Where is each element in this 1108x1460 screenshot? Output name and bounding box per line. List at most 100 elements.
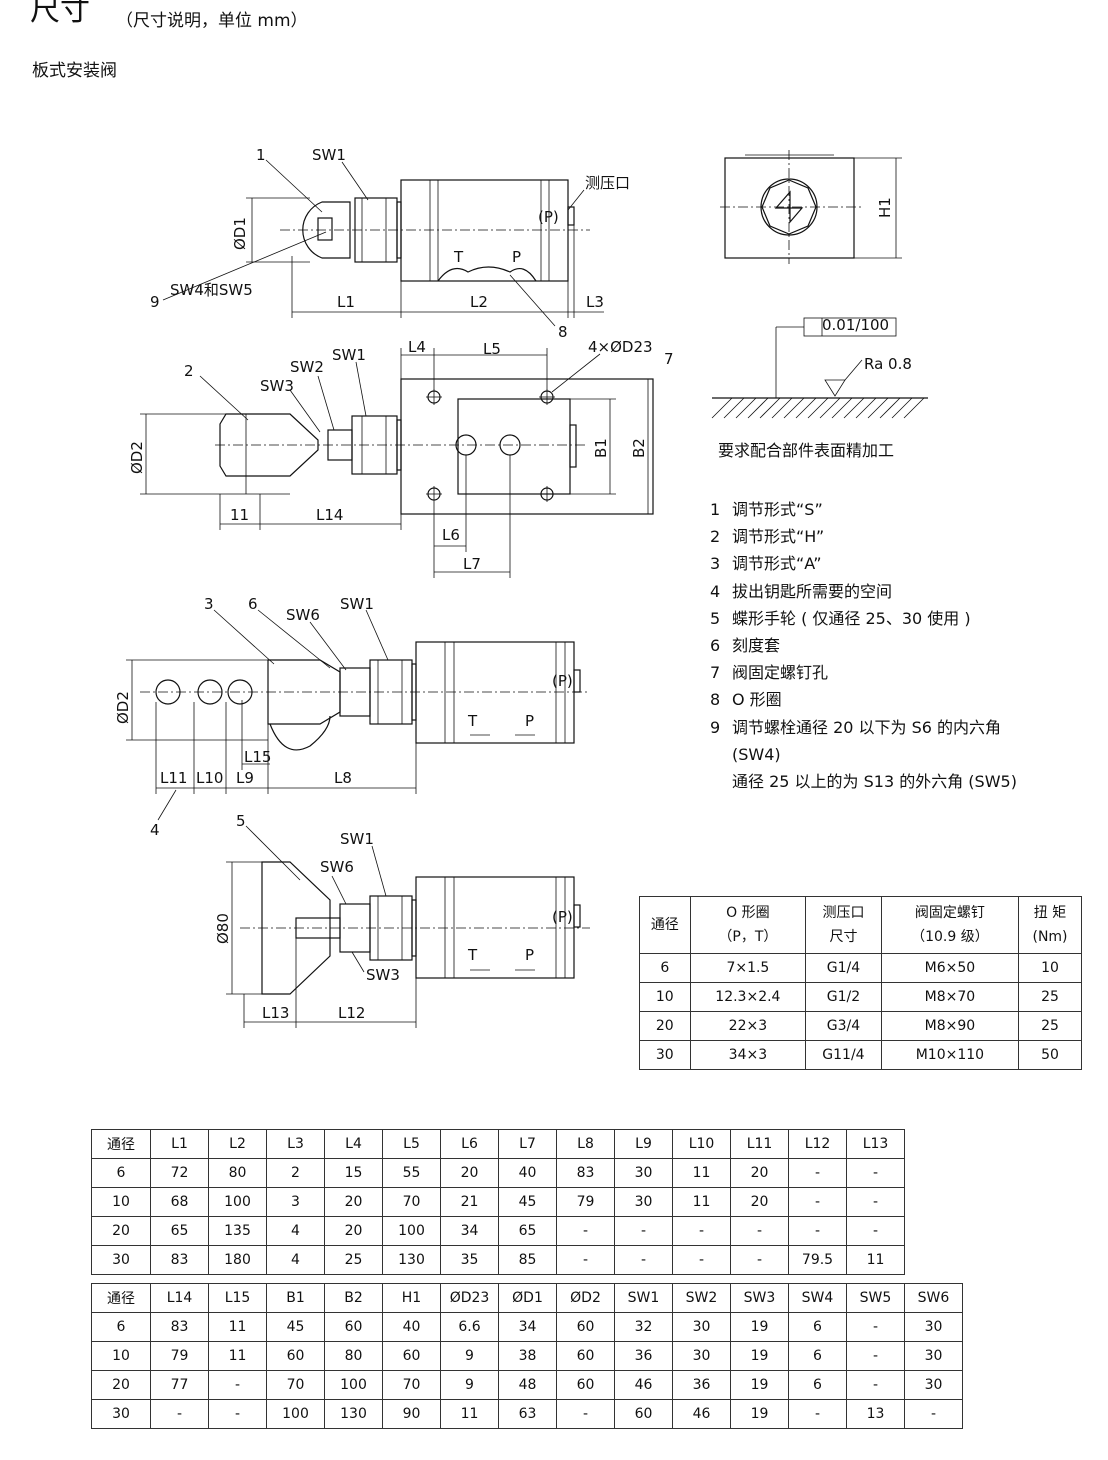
roughness-value: Ra 0.8 [864,355,912,373]
table-cell: 50 [1018,1040,1082,1070]
table-cell: 19 [730,1370,789,1400]
svg-text:4: 4 [150,821,160,839]
table-header-cell: SW1 [614,1283,673,1313]
table-header-cell: 通径 [91,1283,151,1313]
table-cell: 70 [382,1187,441,1217]
table-cell: 85 [498,1245,557,1275]
table-cell: 46 [614,1370,673,1400]
table-cell: 6.6 [440,1312,499,1342]
table-cell: - [846,1158,905,1188]
table-cell: - [556,1216,615,1246]
table-cell: - [208,1399,267,1429]
svg-text:9: 9 [150,293,160,311]
table-cell: 20 [440,1158,499,1188]
view-mid: 2 SW2 SW1 SW3 ØD2 L4 L5 4×ØD23 7 B1 B2 1… [128,338,674,578]
svg-text:7: 7 [664,350,674,368]
table-cell: G11/4 [805,1040,882,1070]
svg-text:L8: L8 [334,769,352,787]
table-cell: 70 [266,1370,325,1400]
table-cell: 6 [91,1312,151,1342]
table-cell: - [614,1216,673,1246]
svg-text:ØD1: ØD1 [231,217,249,250]
table-header-cell: SW2 [672,1283,731,1313]
svg-text:L4: L4 [408,338,426,356]
table-cell: 6 [639,953,691,983]
table-cell: 10 [1018,953,1082,983]
table-cell: 6 [788,1312,847,1342]
table-cell: 60 [556,1370,615,1400]
table-header-cell: 通径 [91,1129,151,1159]
note-row: 通径 25 以上的为 S13 的外六角 (SW5) [732,772,1017,792]
svg-text:6: 6 [248,595,258,613]
table-header-cell: SW6 [904,1283,963,1313]
table-cell: 3 [266,1187,325,1217]
table-cell: - [556,1245,615,1275]
table-cell: 46 [672,1399,731,1429]
table-cell: 35 [440,1245,499,1275]
table-cell: 30 [91,1245,151,1275]
table-cell: 11 [672,1158,731,1188]
table-cell: 68 [150,1187,209,1217]
table-cell: 30 [91,1399,151,1429]
table-header-cell: SW4 [788,1283,847,1313]
table-cell: 2 [266,1158,325,1188]
flatness-value: 0.01/100 [822,316,890,334]
table-cell: 30 [672,1312,731,1342]
table-cell: 6 [788,1341,847,1371]
table-cell: 20 [324,1216,383,1246]
table-cell: 19 [730,1399,789,1429]
svg-text:8: 8 [558,323,568,341]
svg-text:P: P [525,712,534,730]
table-header-cell: L2 [208,1129,267,1159]
table-cell: 10 [91,1187,151,1217]
table-cell: 10 [639,982,691,1012]
table-header-cell: O 形圈 （P，T） [689,896,807,954]
table-cell: - [846,1312,905,1342]
svg-text:Ø80: Ø80 [214,913,232,944]
svg-text:SW3: SW3 [366,966,400,984]
svg-text:B1: B1 [592,438,610,458]
svg-text:L2: L2 [470,293,488,311]
table-cell: 11 [440,1399,499,1429]
table-header-cell: B1 [266,1283,325,1313]
table-cell: 83 [556,1158,615,1188]
svg-text:L13: L13 [262,1004,289,1022]
table-cell: 25 [324,1245,383,1275]
table-cell: 11 [208,1341,267,1371]
table-cell: - [788,1187,847,1217]
svg-text:L6: L6 [442,526,460,544]
table-cell: - [556,1399,615,1429]
svg-text:SW1: SW1 [340,595,374,613]
table-cell: 34 [498,1312,557,1342]
table-cell: G1/2 [805,982,882,1012]
table-cell: 15 [324,1158,383,1188]
table-header-cell: ØD2 [556,1283,615,1313]
table-cell: 60 [614,1399,673,1429]
svg-text:T: T [467,946,478,964]
table-cell: 34 [440,1216,499,1246]
table-cell: - [846,1216,905,1246]
table-header-cell: L15 [208,1283,267,1313]
svg-text:(P): (P) [538,208,559,226]
svg-text:H1: H1 [876,197,894,218]
table-cell: 36 [614,1341,673,1371]
table-cell: 100 [208,1187,267,1217]
table-cell: - [846,1370,905,1400]
table-cell: M6×50 [880,953,1020,983]
table-cell: 60 [266,1341,325,1371]
table-cell: 20 [91,1216,151,1246]
table-header-cell: SW5 [846,1283,905,1313]
table-header-cell: L14 [150,1283,209,1313]
surface-finish-note: 要求配合部件表面精加工 [718,441,895,460]
table-cell: 60 [324,1312,383,1342]
table-cell: 12.3×2.4 [689,982,807,1012]
